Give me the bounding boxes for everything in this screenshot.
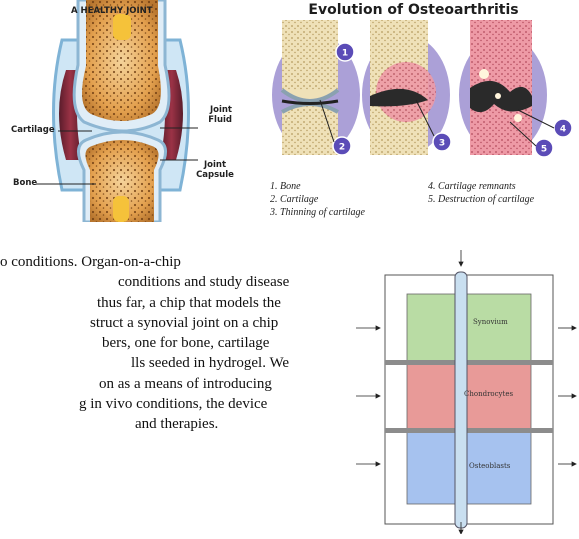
synovium-chamber xyxy=(407,294,531,362)
healthy-joint-illustration: A HEALTHY JOINT Joint Fluid Cartilage Jo… xyxy=(0,0,240,222)
paragraph-line-5: bers, one for bone, cartilage xyxy=(0,333,312,353)
osteoarthritis-panel: Evolution of Osteoarthritis xyxy=(248,0,579,222)
oa-legend-item-3: 3. Thinning of cartilage xyxy=(270,207,365,219)
marker-5-text: 5 xyxy=(541,145,547,155)
marker-4-text: 4 xyxy=(560,125,566,135)
synovium-label: Synovium xyxy=(473,318,508,326)
membrane-lower xyxy=(385,428,553,433)
joint-on-chip-diagram: Synovium Chondrocytes Osteoblasts xyxy=(352,242,579,534)
oa-legend-item-2: 2. Cartilage xyxy=(270,194,318,206)
vertical-channel xyxy=(455,272,467,528)
body-paragraph: o conditions. Organ-on-a-chip conditions… xyxy=(0,252,312,435)
paragraph-line-3: thus far, a chip that models the xyxy=(0,293,312,313)
chondrocytes-label: Chondrocytes xyxy=(464,390,513,398)
joint-capsule-label: Joint Capsule xyxy=(192,160,238,180)
paragraph-line-2: conditions and study disease xyxy=(0,272,312,292)
paragraph-line-9: and therapies. xyxy=(0,414,312,434)
marker-3-text: 3 xyxy=(439,139,445,149)
paragraph-line-6: lls seeded in hydrogel. We xyxy=(0,353,312,373)
paragraph-line-8: g in vivo conditions, the device xyxy=(0,394,312,414)
osteoblasts-label: Osteoblasts xyxy=(469,462,511,470)
joint-capsule-label-line1: Joint xyxy=(192,160,238,170)
marker-1-text: 1 xyxy=(342,49,348,59)
membrane-upper xyxy=(385,360,553,365)
marker-2-text: 2 xyxy=(339,143,345,153)
paragraph-line-4: struct a synovial joint on a chip xyxy=(0,313,312,333)
joint-capsule-label-line2: Capsule xyxy=(192,170,238,180)
joint-fluid-label-line1: Joint xyxy=(198,105,232,115)
joint-stage-3 xyxy=(459,20,547,155)
joint-fluid-label: Joint Fluid xyxy=(198,105,232,125)
bone-label: Bone xyxy=(13,178,37,188)
joint-stage-1 xyxy=(272,20,360,155)
oa-legend-item-1: 1. Bone xyxy=(270,181,301,193)
chip-drawing: Synovium Chondrocytes Osteoblasts xyxy=(352,242,579,534)
joint-fluid-label-line2: Fluid xyxy=(198,115,232,125)
paragraph-line-7: on as a means of introducing xyxy=(0,374,312,394)
oa-legend-item-5: 5. Destruction of cartilage xyxy=(428,194,534,206)
oa-legend-item-4: 4. Cartilage remnants xyxy=(428,181,516,193)
healthy-joint-title: A HEALTHY JOINT xyxy=(71,6,153,16)
paragraph-line-1: o conditions. Organ-on-a-chip xyxy=(0,252,312,272)
cartilage-label: Cartilage xyxy=(11,125,55,135)
